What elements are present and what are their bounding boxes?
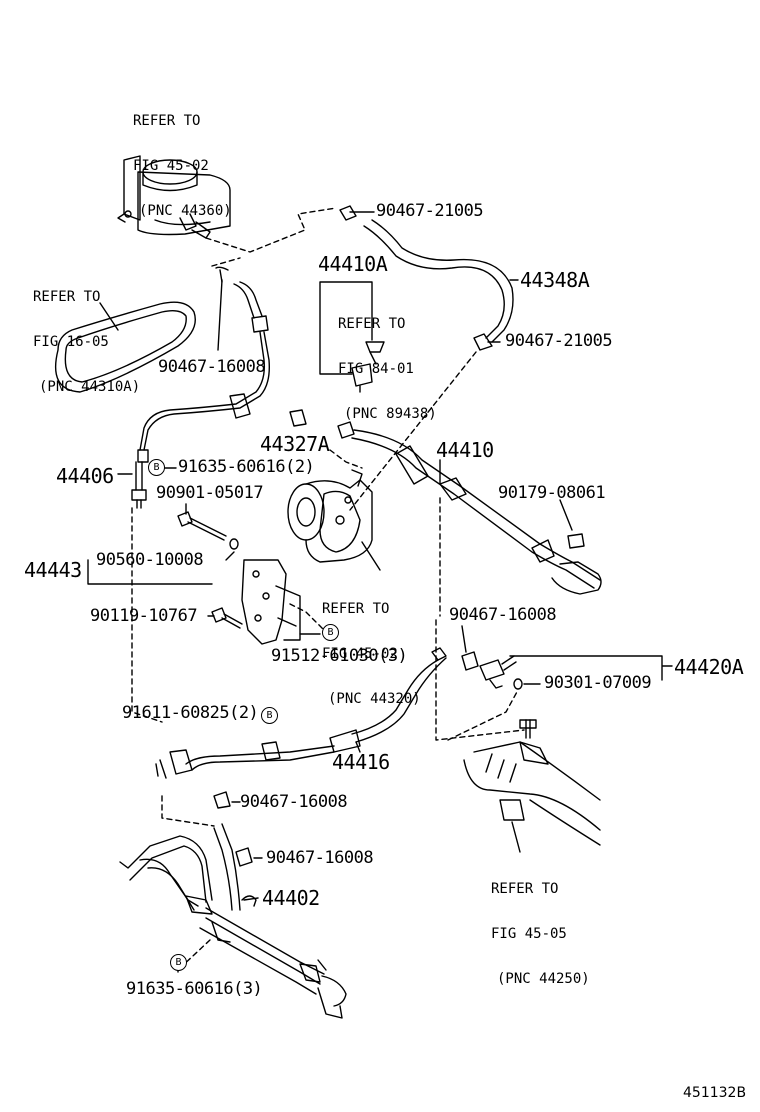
bolt-90901-drawing xyxy=(177,511,227,541)
ref-line: (PNC 89438) xyxy=(344,406,437,422)
pump-bracket-drawing xyxy=(241,559,301,645)
part-label-90467-16008-b[interactable]: 90467-16008 xyxy=(449,605,557,625)
part-label-91635-60616-3[interactable]: 91635-60616(3) xyxy=(126,979,263,999)
ref-note-reservoir: REFER TO FIG 45-02 (PNC 44360) xyxy=(133,84,232,249)
ref-line: FIG 45-02 xyxy=(322,646,398,662)
ref-line: FIG 45-05 xyxy=(491,926,567,942)
badge-b: B xyxy=(148,459,165,476)
part-label-44327A[interactable]: 44327A xyxy=(260,432,330,456)
part-label-90301-07009[interactable]: 90301-07009 xyxy=(544,673,652,693)
part-label-90467-16008-c[interactable]: 90467-16008 xyxy=(240,792,348,812)
dash-reservoir-1 xyxy=(205,207,337,253)
badge-b: B xyxy=(170,954,187,971)
ref-line: (PNC 44360) xyxy=(139,203,232,219)
nut-90179-drawing xyxy=(567,533,585,549)
leader-90179 xyxy=(559,499,573,531)
part-label-44443[interactable]: 44443 xyxy=(24,558,82,582)
part-label-91635-60616-2[interactable]: 91635-60616(2) xyxy=(178,457,315,477)
part-label-44410A[interactable]: 44410A xyxy=(318,252,388,276)
leader-pump-ref xyxy=(361,541,381,571)
diagram-id: 451132B xyxy=(683,1085,747,1101)
clamp-90467-fitting-drawing xyxy=(461,651,479,671)
oring-90301-drawing xyxy=(513,678,523,690)
ref-line: REFER TO xyxy=(133,113,201,129)
leader-gear-ref xyxy=(511,821,521,853)
pressure-hose-drawing xyxy=(339,205,514,351)
ref-line: REFER TO xyxy=(33,289,101,305)
part-label-44348A[interactable]: 44348A xyxy=(520,268,590,292)
leader-90560 xyxy=(225,551,235,561)
part-label-90467-21005-a[interactable]: 90467-21005 xyxy=(376,201,484,221)
dash-bracket xyxy=(289,603,325,631)
leader-90467-16008-a xyxy=(217,279,223,351)
ref-line: REFER TO xyxy=(322,601,390,617)
dash-reservoir-2 xyxy=(211,257,241,267)
part-label-44420A[interactable]: 44420A xyxy=(674,655,744,679)
part-label-90179-08061[interactable]: 90179-08061 xyxy=(498,483,606,503)
leader-44416 xyxy=(355,741,361,753)
ref-note-belt: REFER TO FIG 16-05 (PNC 44310A) xyxy=(33,260,140,425)
dash-gear-2 xyxy=(447,689,519,741)
part-label-91611-60825-2[interactable]: 91611-60825(2) xyxy=(122,703,259,723)
pressure-line-drawing xyxy=(337,421,602,595)
pump-drawing xyxy=(287,469,373,563)
dash-44327A xyxy=(329,449,363,469)
part-label-44410[interactable]: 44410 xyxy=(436,438,494,462)
leader-44420A xyxy=(509,655,673,681)
ref-line: (PNC 44320) xyxy=(328,691,421,707)
ref-note-pump: REFER TO FIG 45-02 (PNC 44320) xyxy=(322,572,421,737)
dash-gear-1 xyxy=(435,619,525,741)
leader-44402 xyxy=(243,897,259,901)
part-label-90560-10008[interactable]: 90560-10008 xyxy=(96,550,204,570)
part-label-44402[interactable]: 44402 xyxy=(262,886,320,910)
ref-line: (PNC 44310A) xyxy=(39,379,141,395)
washer-90560-drawing xyxy=(229,538,239,550)
part-label-90901-05017[interactable]: 90901-05017 xyxy=(156,483,264,503)
ref-line: FIG 84-01 xyxy=(338,361,414,377)
cooler-pipe-drawing xyxy=(119,823,347,1019)
part-label-90119-10767[interactable]: 90119-10767 xyxy=(90,606,198,626)
reservoir-tank-drawing xyxy=(117,155,231,239)
dash-hose-to-line xyxy=(349,351,477,511)
clip-44327A-drawing xyxy=(289,409,307,427)
ref-note-gear: REFER TO FIG 45-05 (PNC 44250) xyxy=(491,852,590,1017)
clip-89438-drawing xyxy=(365,341,385,365)
steering-gear-drawing xyxy=(463,719,601,846)
ref-line: FIG 16-05 xyxy=(33,334,109,350)
union-bolt-44410A-drawing xyxy=(351,363,373,393)
ref-line: FIG 45-02 xyxy=(133,158,209,174)
part-label-44406[interactable]: 44406 xyxy=(56,464,114,488)
drive-belt-drawing xyxy=(54,301,196,393)
badge-b: B xyxy=(322,624,339,641)
leader-44443 xyxy=(87,559,213,585)
ref-line: REFER TO xyxy=(338,316,406,332)
leader-belt xyxy=(99,302,119,331)
return-tube-drawing xyxy=(131,266,270,509)
ref-line: (PNC 44250) xyxy=(497,971,590,987)
dash-cooler xyxy=(179,939,211,969)
leader-44410A xyxy=(319,281,373,375)
clamp-90467-d-drawing xyxy=(235,847,253,867)
ref-line: REFER TO xyxy=(491,881,559,897)
part-label-90467-16008-d[interactable]: 90467-16008 xyxy=(266,848,374,868)
ref-note-clip: REFER TO FIG 84-01 (PNC 89438) xyxy=(338,287,437,452)
bolt-90119-drawing xyxy=(211,607,243,629)
part-label-44416[interactable]: 44416 xyxy=(332,750,390,774)
part-label-90467-16008-a[interactable]: 90467-16008 xyxy=(158,357,266,377)
union-44420A-drawing xyxy=(479,655,517,689)
leader-90467-16008-b xyxy=(461,625,467,653)
part-label-90467-21005-b[interactable]: 90467-21005 xyxy=(505,331,613,351)
badge-b: B xyxy=(261,707,278,724)
clamp-90467-c-drawing xyxy=(213,791,231,809)
dash-left-vertical xyxy=(131,507,163,723)
dash-left-lower xyxy=(161,795,215,827)
part-label-91512-61030-3[interactable]: 91512-61030(3) xyxy=(271,646,408,666)
